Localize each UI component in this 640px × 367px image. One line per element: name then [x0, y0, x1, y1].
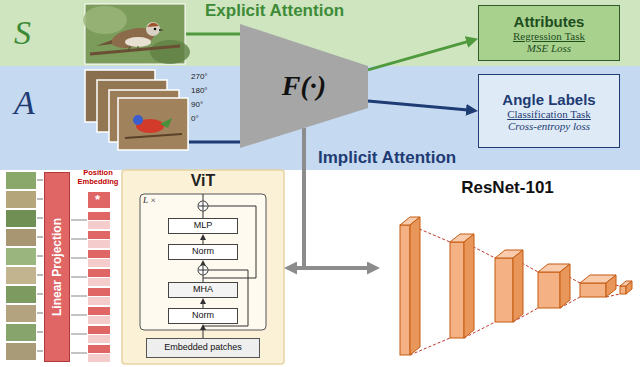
resnet-layers — [400, 217, 632, 355]
angle-tag: 180° — [191, 86, 208, 95]
layer-name: Norm — [192, 247, 214, 257]
layer-box: Norm — [168, 308, 238, 324]
connector-arrow — [203, 328, 204, 338]
angle-tag: 270° — [191, 72, 208, 81]
model-trapezoid: F(·) — [240, 24, 368, 148]
rotated-image-stack — [85, 70, 188, 150]
residual-line — [203, 206, 256, 278]
add-symbol — [198, 265, 208, 275]
panel-title: ViT — [122, 172, 284, 190]
trapezoid-fill — [240, 24, 368, 148]
loss-name: MSE Loss — [527, 42, 571, 54]
task-name: Classification Task — [507, 108, 591, 120]
input-line — [186, 33, 240, 36]
input-line — [189, 141, 240, 144]
repeat-label: L × — [143, 195, 156, 205]
add-symbol — [199, 202, 207, 210]
image-patches — [6, 172, 43, 360]
layer-box: MLP — [168, 218, 238, 234]
layer-name: MHA — [193, 285, 213, 295]
encoder-block: L ×MLPNormMHANorm — [140, 194, 266, 330]
panel-title: ResNet-101 — [380, 178, 635, 198]
band-title: Explicit Attention — [205, 1, 344, 21]
input-name: Embedded patches — [164, 343, 242, 353]
connector-arrow — [368, 101, 471, 110]
function-label: F(·) — [282, 70, 326, 102]
output-box: AttributesRegression TaskMSE Loss — [478, 5, 620, 61]
loss-name: Cross-entropy loss — [508, 120, 590, 132]
encoder-block-fill — [140, 194, 266, 330]
angle-tag: 90° — [191, 100, 203, 109]
vit-panel-fill — [122, 170, 284, 364]
add-symbol — [199, 266, 207, 274]
angle-tag: 0° — [191, 114, 199, 123]
layer-box: Norm — [168, 244, 238, 260]
projection-bar: Linear Projection — [44, 172, 70, 362]
task-name: Regression Task — [513, 30, 585, 42]
projection-label: Linear Projection — [50, 218, 64, 316]
position-embedding-column — [71, 192, 110, 362]
vit-panel: ViTL ×MLPNormMHANormEmbedded patches — [122, 170, 284, 364]
box-title: Attributes — [514, 13, 585, 30]
input-box: Embedded patches — [146, 338, 260, 358]
layer-name: MLP — [194, 221, 213, 231]
set-symbol: S — [14, 14, 31, 52]
layer-name: Norm — [192, 311, 214, 321]
layer-box: MHA — [168, 282, 238, 298]
resnet-region: ResNet-101 — [380, 176, 635, 364]
connector-arrow — [368, 41, 471, 70]
add-symbol — [198, 201, 208, 211]
output-box: Angle LabelsClassification TaskCross-ent… — [478, 74, 620, 148]
box-title: Angle Labels — [502, 91, 595, 108]
band-title: Implicit Attention — [318, 148, 456, 168]
embedding-label: Position Embedding — [74, 168, 122, 186]
set-symbol: A — [14, 84, 35, 122]
class-token: * — [95, 192, 100, 207]
bird-photo — [83, 4, 190, 64]
